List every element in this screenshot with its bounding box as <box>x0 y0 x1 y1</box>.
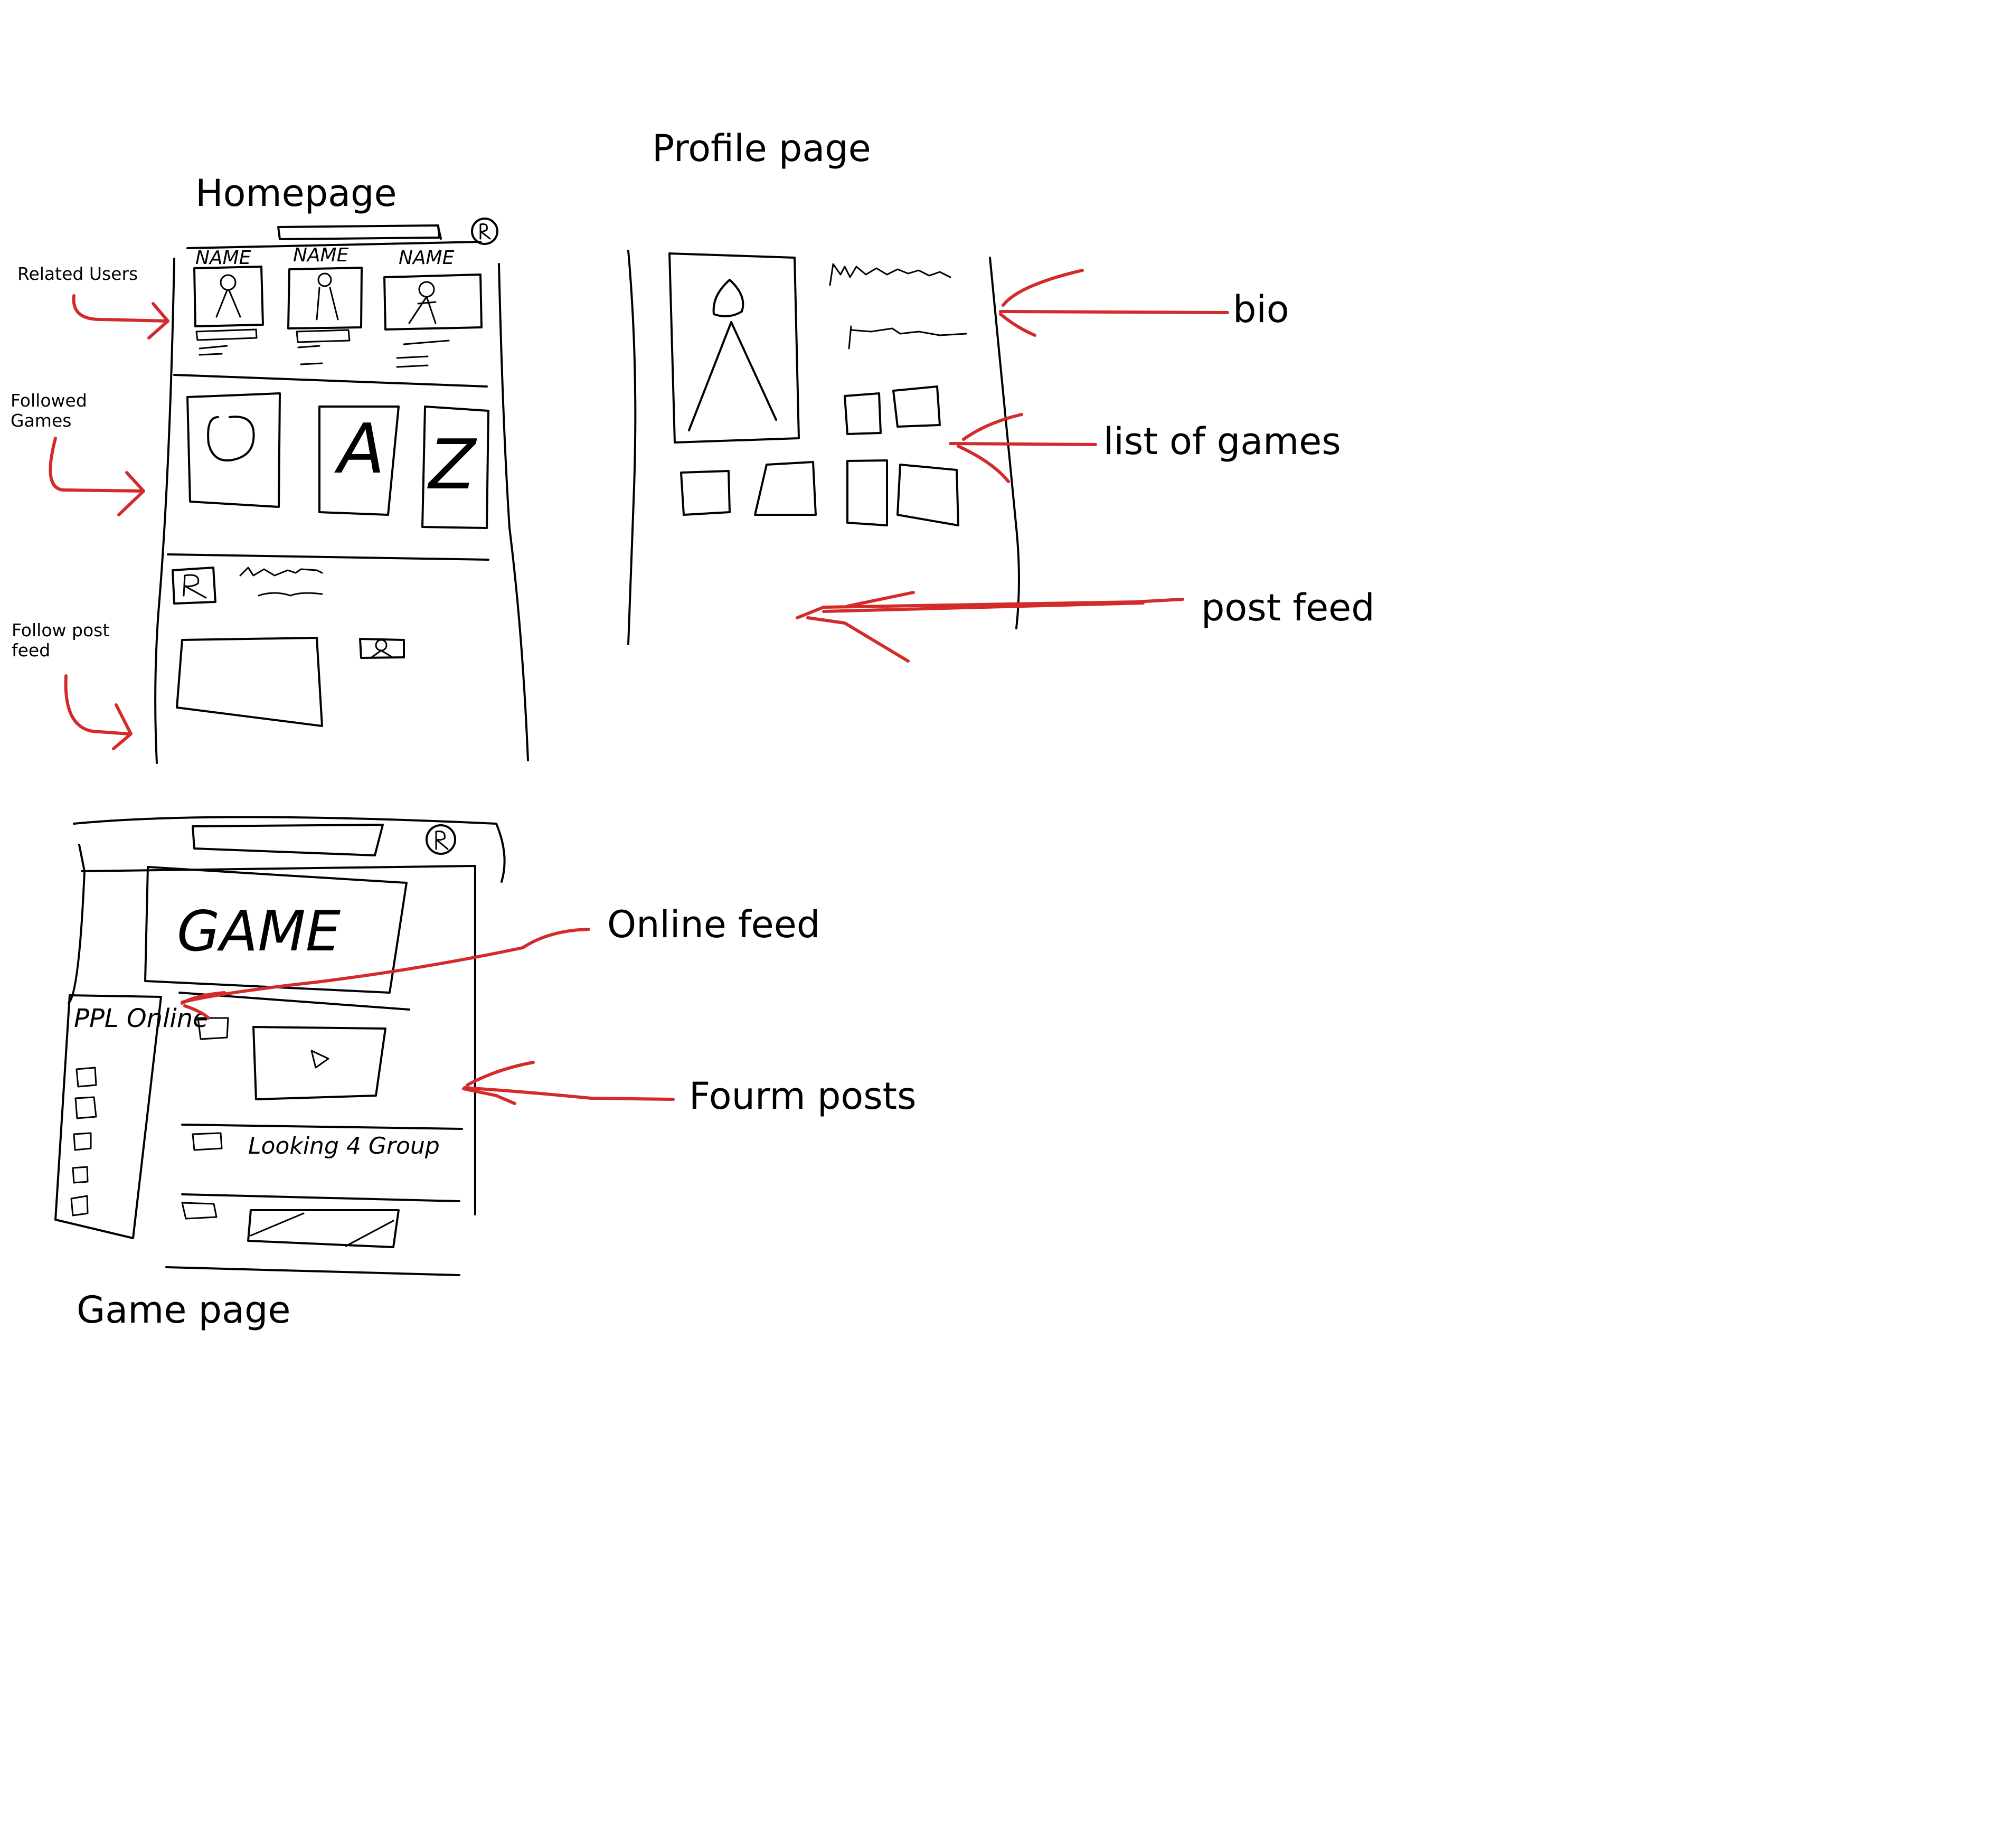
followed-game-tile-3: Z <box>421 406 489 529</box>
forum-post-lfg: Looking 4 Group <box>192 1132 440 1159</box>
homepage-sketch: Homepage NAME NAME NAME <box>154 172 529 764</box>
annotation-follow-post-feed-line2: feed <box>12 640 50 661</box>
arrow-post-feed <box>796 591 1184 663</box>
related-user-card-1 <box>193 266 264 356</box>
homepage-avatar-icon <box>471 218 498 245</box>
arrow-bio <box>999 269 1229 337</box>
arrow-online-feed <box>181 928 590 1020</box>
annotation-forum-posts: Fourm posts <box>689 1074 917 1118</box>
feed-post-media <box>176 637 323 727</box>
game-page-title: Game page <box>77 1288 290 1332</box>
annotations: Related Users Followed Games Follow post… <box>11 263 1375 1118</box>
annotation-list-of-games: list of games <box>1103 420 1341 463</box>
annotation-follow-post-feed-line1: Follow post <box>12 620 109 640</box>
arrow-related-users <box>72 294 169 340</box>
homepage-frame-left <box>154 258 175 764</box>
arrow-list-of-games <box>949 413 1097 483</box>
annotation-post-feed: post feed <box>1201 586 1375 629</box>
arrow-followed-games <box>49 437 145 516</box>
profile-frame-right <box>989 257 1020 629</box>
profile-sketch: Profile page <box>627 127 1020 645</box>
game-page-frame-bottom <box>165 1266 460 1276</box>
game-banner-text: GAME <box>177 899 341 964</box>
annotation-online-feed: Online feed <box>607 903 820 946</box>
arrow-follow-post-feed <box>64 674 133 750</box>
feed-post-header <box>172 567 323 605</box>
profile-picture <box>668 252 800 444</box>
forum-post-video <box>197 1017 386 1100</box>
annotation-followed-games-line2: Games <box>11 410 71 431</box>
forum-post-image <box>181 1202 400 1248</box>
related-user-card-2 <box>287 267 363 365</box>
online-users-header: PPL Online <box>74 1004 209 1033</box>
game-page-sketch: Game page GAME PPL Online <box>54 816 506 1332</box>
annotation-followed-games-line1: Followed <box>11 390 87 411</box>
game-banner: GAME <box>144 866 408 994</box>
homepage-title: Homepage <box>195 172 397 215</box>
followed-game-tile-1 <box>186 392 281 508</box>
game-page-avatar-icon <box>426 824 456 855</box>
profile-bio-line-2 <box>848 325 967 350</box>
game-page-frame-right <box>81 865 476 1215</box>
followed-game-tile-2-letter: A <box>334 409 385 489</box>
related-user-name-3: NAME <box>399 247 455 269</box>
related-user-name-1: NAME <box>195 247 251 269</box>
related-user-card-3 <box>383 274 483 368</box>
forum-post-lfg-text: Looking 4 Group <box>248 1133 440 1159</box>
profile-bio-line-1 <box>829 263 951 286</box>
followed-game-tile-2: A <box>318 406 400 516</box>
online-users-sidebar: PPL Online <box>54 994 209 1239</box>
annotation-related-users: Related Users <box>17 263 138 284</box>
followed-game-tile-3-letter: Z <box>427 425 477 505</box>
profile-title: Profile page <box>652 127 871 170</box>
profile-frame-left <box>627 250 637 645</box>
homepage-search-bar <box>277 224 440 240</box>
arrow-forum-posts <box>462 1061 675 1105</box>
annotation-bio: bio <box>1233 288 1289 331</box>
game-page-frame-top <box>73 816 506 883</box>
homepage-frame-right <box>498 263 529 761</box>
related-user-name-2: NAME <box>293 244 349 266</box>
game-page-search-bar <box>192 824 384 856</box>
profile-game-tiles <box>680 385 959 526</box>
feed-post-small-avatar <box>359 638 405 659</box>
game-page-frame-left <box>68 844 86 1004</box>
